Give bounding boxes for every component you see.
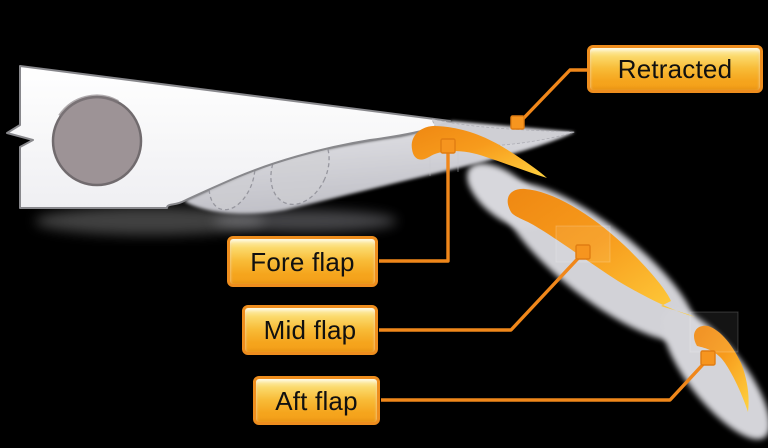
mid-flap-marker [575,244,591,260]
retracted-leader-line [517,68,588,125]
mid-flap-label-text: Mid flap [263,315,357,345]
mid-flap-shape [507,188,695,317]
aft-flap-marker [700,350,716,366]
aft-flap-shape [694,325,749,412]
leader-markers [440,115,716,366]
fore-flap-leader-line [379,147,450,263]
wing-spar-circle [51,94,143,187]
aft-flap-label-text: Aft flap [275,385,358,416]
mid-flap-leader-line [379,250,586,332]
fore-flap-marker [440,138,456,154]
retracted-marker [510,115,525,130]
retracted-label: Retracted [587,45,763,93]
fore-flap-label-text: Fore flap [250,246,355,277]
retracted-label-text: Retracted [617,54,733,84]
mid-flap-label: Mid flap [242,305,378,355]
leader-lines [379,68,710,402]
aft-flap-silhouette [662,308,768,440]
wing-drop-shadow [35,207,397,235]
fore-flap-label: Fore flap [227,236,378,287]
aft-flap-leader-line [381,357,710,402]
aft-flap-label: Aft flap [253,376,380,425]
